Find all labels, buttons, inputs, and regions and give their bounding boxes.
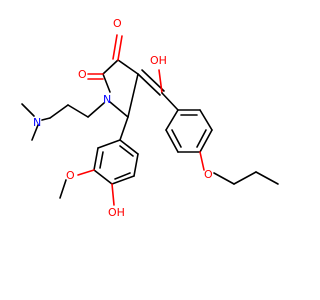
- bond-cexo-aryl: [161, 92, 179, 111]
- bond-ar6: [165, 109, 179, 131]
- bond-ar2: [199, 109, 213, 131]
- propoxyphenyl-ring: [165, 109, 279, 185]
- bond-c5-aryl: [119, 116, 129, 141]
- bond-cb-cc: [49, 104, 69, 119]
- amine-nitrogen-label: N: [33, 116, 41, 129]
- bond-cc-n: [41, 117, 51, 121]
- propoxy-oxygen-label: O: [204, 168, 213, 181]
- molecule-structure-diagram: O O OH N N O O OH: [21, 17, 279, 219]
- bond-c4-c5: [127, 73, 139, 118]
- bond-n-me2: [21, 103, 35, 117]
- bond-c2-c3: [255, 171, 279, 185]
- bond-c5-n1: [109, 101, 129, 118]
- bond-c3-o-a: [117, 35, 123, 61]
- bond-o-me: [59, 179, 67, 199]
- bond-n-me1: [31, 124, 39, 141]
- bond-c3-o-b: [112, 34, 118, 60]
- bond-ca-cb: [67, 104, 89, 118]
- bond-c3-c4: [117, 59, 139, 75]
- bond-ar2-4: [111, 175, 135, 185]
- bond-ar-inner3: [171, 129, 182, 148]
- bond-ar3: [199, 129, 213, 153]
- ring-nitrogen-label: N: [103, 93, 111, 106]
- bond-ar2-ome: [77, 169, 95, 176]
- phenol-hydroxyl-label: OH: [108, 206, 125, 219]
- bond-c4-cexo-b: [141, 69, 165, 92]
- bond-o-c1: [213, 172, 235, 185]
- bond-ar-inner2: [196, 129, 207, 148]
- bond-ar2-2: [93, 147, 99, 171]
- bond-ar5: [165, 129, 179, 153]
- bond-ar2-6: [119, 139, 139, 155]
- bond-ar2-inner3: [119, 145, 134, 157]
- bond-ar2-inner1: [99, 151, 104, 169]
- bond-n-ca: [87, 102, 105, 118]
- bond-ar2-1: [97, 139, 121, 149]
- bond-ar2-3: [93, 169, 113, 185]
- pyrrolidine-ring: [102, 59, 139, 118]
- exocyclic-alkene: [137, 69, 179, 111]
- bond-n1-c2: [102, 73, 111, 93]
- hydroxymethoxyphenyl-ring: [59, 116, 139, 206]
- bond-c4-cexo-a: [137, 73, 161, 96]
- bond-ar2-oh: [111, 183, 115, 206]
- enol-hydroxyl-label: OH: [150, 54, 167, 67]
- methoxy-oxygen-label: O: [66, 169, 75, 182]
- lactam-oxygen-label: O: [78, 68, 87, 81]
- lactam-carbonyl: [87, 73, 104, 80]
- ketone-oxygen-label: O: [113, 17, 122, 30]
- dimethylaminopropyl-chain: [21, 102, 105, 141]
- bond-cexo-oh: [158, 69, 163, 94]
- bond-ar2-5: [133, 153, 139, 177]
- bond-ar2-inner2: [114, 172, 131, 180]
- bond-c1-c2: [233, 171, 257, 185]
- ketone-carbonyl: [112, 34, 123, 61]
- bond-c2-c3: [102, 59, 119, 75]
- bond-ar-o: [199, 151, 205, 171]
